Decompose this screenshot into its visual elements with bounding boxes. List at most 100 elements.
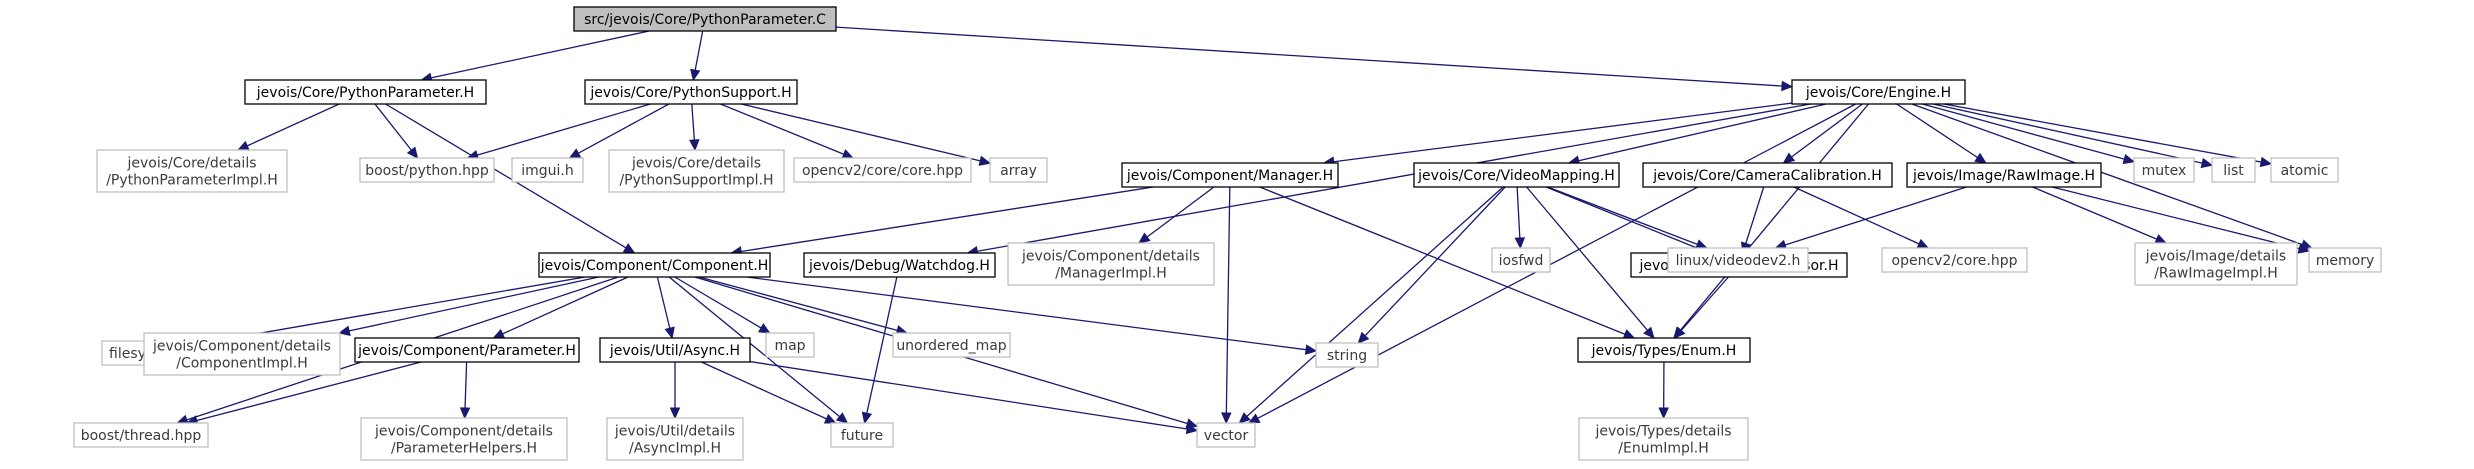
edge-asyncH-to-future	[701, 361, 837, 424]
node-box	[1578, 417, 1749, 461]
edge-layer	[176, 26, 2313, 435]
edge-arrowhead	[835, 412, 849, 424]
node-box	[1906, 162, 2102, 188]
edge-line	[430, 30, 650, 79]
node-unorderedmap: unordered_map	[892, 332, 1011, 358]
edge-arrowhead	[1622, 329, 1636, 339]
node-label: /ManagerImpl.H	[1055, 266, 1167, 282]
edge-line	[1745, 186, 1765, 244]
edge-watchdogH-to-future	[861, 276, 898, 425]
node-label: /EnumImpl.H	[1618, 441, 1708, 457]
edge-line	[477, 103, 651, 156]
node-label: jevois/Image/RawImage.H	[1912, 168, 2095, 184]
node-box	[1491, 247, 1551, 273]
node-watchdogH[interactable]: jevois/Debug/Watchdog.H	[803, 252, 996, 278]
node-box	[2134, 242, 2298, 286]
edge-arrowhead	[664, 326, 675, 340]
edge-arrowhead	[1247, 413, 1261, 424]
node-box	[830, 422, 894, 448]
node-label: jevois/Component/Parameter.H	[357, 343, 576, 359]
node-rawimageH[interactable]: jevois/Image/RawImage.H	[1906, 162, 2102, 188]
node-label: jevois/Core/VideoMapping.H	[1417, 168, 1615, 184]
node-box	[359, 157, 495, 183]
edge-videomapH-to-vector	[1238, 186, 1504, 424]
edge-line	[977, 103, 1811, 252]
node-videomapH[interactable]: jevois/Core/VideoMapping.H	[1413, 162, 1620, 188]
node-box	[793, 157, 972, 183]
node-label: /ParameterHelpers.H	[391, 441, 537, 457]
node-box	[573, 6, 837, 32]
node-box	[989, 157, 1048, 183]
edge-line	[835, 26, 1783, 87]
edge-videomapH-to-iosfwd	[1514, 186, 1526, 250]
node-label: jevois/Component/Manager.H	[1126, 168, 1333, 184]
node-componentH[interactable]: jevois/Component/Component.H	[538, 252, 771, 278]
edge-engineH-to-enumH	[1673, 103, 1870, 339]
edge-line	[1784, 186, 1967, 246]
edge-arrowhead	[2200, 157, 2214, 169]
node-enumH[interactable]: jevois/Types/Enum.H	[1577, 337, 1751, 363]
edge-line	[578, 103, 670, 154]
node-label: jevois/Component/details	[152, 339, 331, 355]
edge-line	[698, 276, 898, 332]
node-box	[599, 337, 751, 363]
node-label: array	[1000, 163, 1037, 179]
node-box	[1791, 79, 1966, 105]
node-camcalibH[interactable]: jevois/Core/CameraCalibration.H	[1642, 162, 1893, 188]
edge-arrowhead	[1185, 423, 1199, 435]
node-label: iosfwd	[1499, 253, 1544, 269]
node-pysupportH[interactable]: jevois/Core/PythonSupport.H	[584, 79, 798, 105]
node-label: jevois/Component/details	[1021, 249, 1200, 265]
edge-line	[464, 361, 468, 409]
edge-line	[674, 276, 762, 329]
edge-managerH-to-enumH	[1259, 186, 1636, 339]
node-managerImpl: jevois/Component/details/ManagerImpl.H	[1007, 242, 1215, 286]
edge-managerH-to-managerImpl	[1138, 186, 1215, 244]
edge-arrowhead	[1221, 412, 1232, 425]
edge-arrowhead	[568, 148, 582, 159]
node-label: /PythonSupportImpl.H	[619, 173, 773, 189]
edge-arrowhead	[1514, 237, 1526, 250]
edge-line	[1516, 186, 1521, 239]
edge-pysupportH-to-pysupportImpl	[689, 103, 700, 152]
edge-line	[1680, 276, 1729, 331]
edge-root-to-pysupportH	[690, 30, 704, 82]
node-label: /AsyncImpl.H	[629, 441, 721, 457]
node-pyparamH[interactable]: jevois/Core/PythonParameter.H	[244, 79, 487, 105]
node-label: /ComponentImpl.H	[176, 356, 308, 372]
node-box	[1642, 162, 1893, 188]
edge-line	[1578, 103, 1827, 162]
node-parameterH[interactable]: jevois/Component/Parameter.H	[354, 337, 580, 363]
node-asyncH[interactable]: jevois/Util/Async.H	[599, 337, 751, 363]
edge-arrowhead	[406, 146, 419, 159]
edge-camsensorH-to-enumH	[1673, 276, 1729, 339]
edge-engineH-to-rawimageH	[1896, 103, 1987, 164]
node-engineH[interactable]: jevois/Core/Engine.H	[1791, 79, 1966, 105]
node-root[interactable]: src/jevois/Core/PythonParameter.C	[573, 6, 837, 32]
node-box	[538, 252, 771, 278]
node-box	[143, 332, 341, 376]
node-label: jevois/Component/Component.H	[540, 258, 769, 274]
edge-pyparamH-to-pyparamImpl	[237, 103, 340, 151]
edge-line	[1679, 103, 1870, 331]
node-label: jevois/Core/Engine.H	[1805, 85, 1951, 101]
node-label: future	[841, 428, 883, 444]
edge-line	[746, 276, 1307, 351]
node-box	[803, 252, 996, 278]
edge-arrowhead	[1658, 407, 1669, 420]
edge-componentH-to-future	[668, 276, 849, 424]
node-box	[1881, 247, 2028, 273]
node-layer: src/jevois/Core/PythonParameter.C jevois/…	[73, 6, 2382, 461]
node-label: linux/videodev2.h	[1676, 253, 1801, 269]
edge-parameterH-to-paramHelpers	[459, 361, 471, 420]
edge-line	[1246, 186, 1504, 417]
edge-arrowhead	[2154, 234, 2168, 244]
node-managerH[interactable]: jevois/Component/Manager.H	[1121, 162, 1339, 188]
edge-line	[656, 276, 671, 329]
edge-line	[691, 103, 695, 141]
node-label: imgui.h	[521, 163, 574, 179]
edge-line	[741, 186, 1154, 253]
edge-arrowhead	[492, 328, 506, 339]
node-label: map	[774, 338, 805, 354]
edge-line	[749, 360, 1188, 430]
